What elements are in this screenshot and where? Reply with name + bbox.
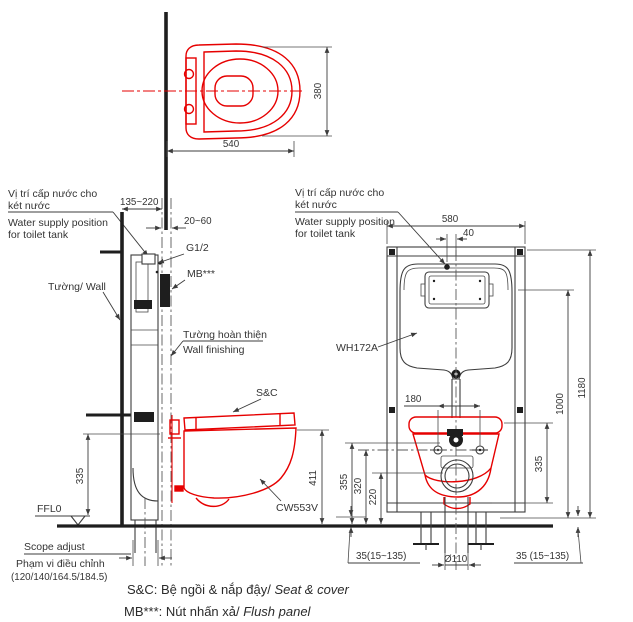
dim-580: 580 [386, 214, 526, 244]
dim-180-label: 180 [405, 394, 422, 405]
dim-540-label: 540 [223, 139, 240, 150]
water-label-en1: Water supply position [8, 217, 108, 229]
flush-panel-opening [424, 271, 490, 309]
water-label-vi2: két nước [295, 199, 337, 211]
dim-40: 40 [436, 228, 474, 262]
label-g12: G1/2 [157, 242, 209, 264]
dim-320-label: 320 [353, 477, 364, 494]
dim-355-label: 355 [339, 473, 350, 490]
dim-411: 411 [297, 429, 329, 525]
legend-seat-cover-text: S&C: Bệ ngồi & nắp đậy/ [127, 582, 274, 597]
dim-35-left-label: 35(15~135) [356, 551, 406, 562]
dim-335-front: 335 [492, 422, 553, 504]
dia-110-label: Ø110 [444, 554, 468, 565]
wall-finishing-vi-text: Tường hoàn thiện [183, 329, 267, 341]
dim-1000-label: 1000 [555, 393, 566, 415]
dim-20-60: 20~60 [146, 216, 212, 231]
top-view: 540 380 [122, 12, 332, 230]
inwall-tank-side [130, 253, 162, 566]
label-wall-finishing: Tường hoàn thiện Wall finishing [170, 329, 267, 357]
sc-text: S&C [256, 387, 278, 399]
bowl-side-red [168, 412, 297, 508]
dim-380: 380 [262, 46, 332, 137]
wall-finishing-en-text: Wall finishing [183, 344, 245, 356]
legend-seat-cover-italic: Seat & cover [274, 582, 349, 597]
water-label-vi1: Vị trí cấp nước cho [8, 188, 97, 200]
label-wall: Tường/ Wall [48, 281, 121, 321]
dim-335-side-label: 335 [75, 467, 86, 484]
water-label-vi2: két nước [8, 200, 50, 212]
dim-335-front-label: 335 [534, 455, 545, 472]
dim-40-label: 40 [463, 228, 474, 239]
seat-plan-red [122, 43, 302, 140]
scope-adjust: Scope adjust Phạm vi điều chỉnh (120/140… [11, 540, 172, 583]
flush-panel-side [160, 274, 170, 307]
water-supply-label-side: Vị trí cấp nước cho két nước Water suppl… [8, 188, 108, 241]
dim-1180-label: 1180 [577, 377, 588, 399]
dim-135-220-label: 135~220 [120, 197, 159, 208]
bowl-bracket [447, 429, 463, 436]
drain-outlet [440, 459, 474, 493]
dim-320: 320 [353, 449, 474, 525]
mb-text: MB*** [187, 268, 215, 280]
label-sc-side: S&C [232, 387, 278, 413]
dim-dia110: Ø110 [432, 553, 481, 570]
dim-35-right: 35 (15~135) [514, 506, 583, 564]
dim-1000: 1000 [518, 289, 574, 518]
dim-335-side: 335 [75, 433, 160, 515]
cw553v-text: CW553V [276, 502, 318, 514]
label-wh172a: WH172A [336, 332, 418, 354]
dim-135-220: 135~220 [120, 197, 162, 212]
dim-411-label: 411 [308, 470, 319, 486]
dim-220: 220 [368, 472, 443, 525]
dim-35-right-label: 35 (15~135) [516, 551, 569, 562]
legend-flush-panel: MB***: Nút nhấn xả/ Flush panel [124, 604, 312, 619]
dim-380-label: 380 [313, 82, 324, 99]
wall-text: Tường/ Wall [48, 281, 106, 293]
water-label-vi1: Vị trí cấp nước cho [295, 187, 384, 199]
dim-540: 540 [166, 139, 295, 157]
scope-adjust-values-text: (120/140/164.5/184.5) [11, 572, 107, 583]
dim-1180: 1180 [527, 249, 596, 518]
legend-seat-cover: S&C: Bệ ngồi & nắp đậy/ Seat & cover [127, 582, 350, 597]
scope-adjust-vi-text: Phạm vi điều chỉnh [16, 558, 105, 570]
label-mb-side: MB*** [171, 268, 215, 290]
frame-legs [413, 512, 494, 550]
dim-580-label: 580 [442, 214, 459, 225]
water-supply-point [444, 264, 450, 270]
ffl0-text: FFL0 [37, 503, 62, 515]
legend-flush-panel-italic: Flush panel [243, 604, 311, 619]
dim-180: 180 [404, 394, 481, 446]
wh172a-text: WH172A [336, 342, 378, 354]
water-supply-leader [397, 211, 446, 265]
legend-flush-panel-text: MB***: Nút nhấn xả/ [124, 604, 243, 619]
water-supply-label-front: Vị trí cấp nước cho két nước Water suppl… [295, 187, 395, 240]
g12-text: G1/2 [186, 242, 209, 254]
dim-220-label: 220 [368, 488, 379, 505]
front-view: Vị trí cấp nước cho két nước Water suppl… [295, 187, 596, 570]
water-label-en2: for toilet tank [295, 228, 356, 240]
cistern [399, 263, 513, 418]
side-view: Vị trí cấp nước cho két nước Water suppl… [8, 188, 553, 583]
water-supply-leader [112, 211, 149, 257]
dim-20-60-label: 20~60 [184, 216, 212, 227]
label-cw553v: CW553V [259, 478, 318, 514]
scope-adjust-en-text: Scope adjust [24, 541, 85, 553]
water-label-en1: Water supply position [295, 216, 395, 228]
water-label-en2: for toilet tank [8, 229, 69, 241]
ffl0-datum: FFL0 [35, 503, 90, 526]
dim-35-left: 35(15~135) [347, 506, 420, 564]
legend: S&C: Bệ ngồi & nắp đậy/ Seat & cover MB*… [124, 582, 350, 619]
supply-fitting [141, 253, 156, 265]
